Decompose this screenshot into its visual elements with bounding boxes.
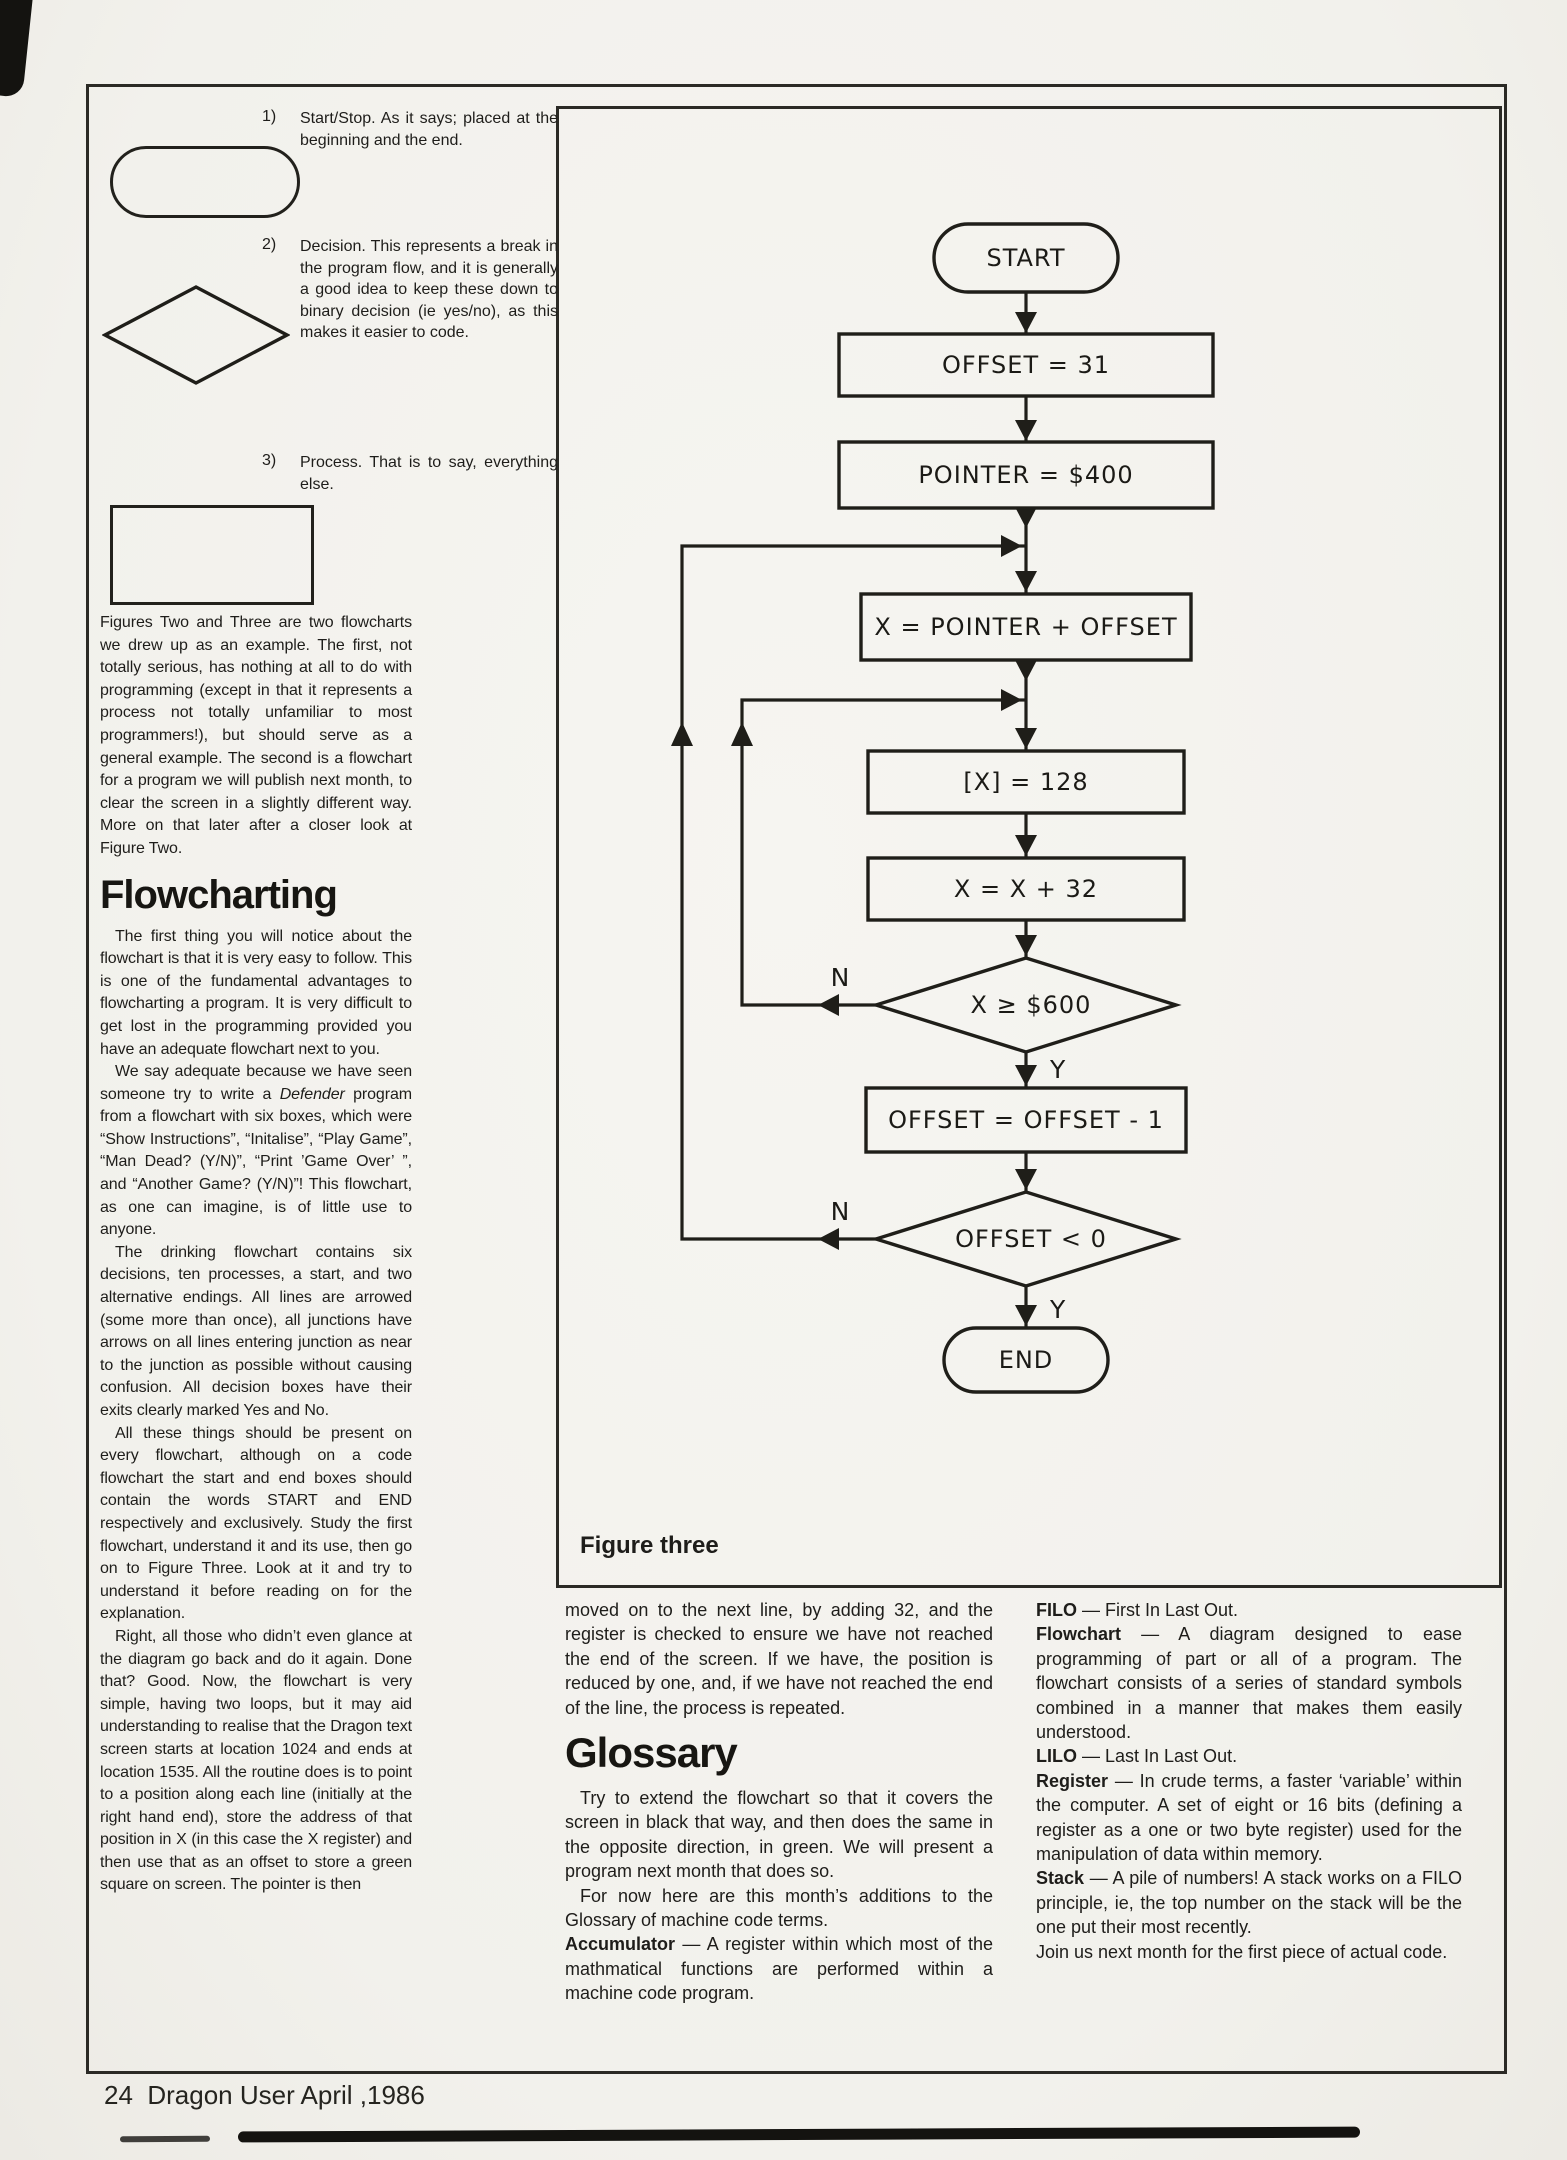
offset31-node-label: OFFSET = 31 [942, 351, 1110, 379]
page-footer: 24 Dragon User April ,1986 [104, 2080, 425, 2110]
arrow-down-icon [1015, 728, 1037, 749]
x-pointer-offset-node [859, 592, 1193, 662]
glossary-term: FILO [1036, 1600, 1077, 1620]
article-paragraph-part: We say adequate because we have seen som… [100, 1063, 412, 1103]
end-node-label: END [999, 1346, 1054, 1374]
figure-three-frame [556, 106, 1502, 1588]
glossary-definition: — In crude terms, a faster ‘variable’ wi… [1036, 1770, 1462, 1865]
offset-decrement-node-label: OFFSET = OFFSET - 1 [888, 1106, 1164, 1134]
pointer400-node [837, 440, 1215, 510]
decision-offset0-node-label: OFFSET < 0 [955, 1225, 1107, 1253]
article-column-left: Figures Two and Three are two flowcharts… [100, 612, 412, 1897]
offset31-node [837, 332, 1215, 398]
flowcharting-heading: Flowcharting [100, 872, 338, 917]
article-paragraph: moved on to the next line, by adding 32,… [565, 1600, 993, 1718]
defender-italic: Defender [279, 1085, 345, 1103]
branch-label-no: N [831, 963, 850, 992]
arrow-up-icon [671, 722, 693, 746]
branch-label-no: N [831, 1197, 850, 1226]
article-paragraph: The drinking flowchart contains six deci… [100, 1243, 412, 1419]
arrow-down-icon [1015, 1305, 1037, 1326]
article-paragraph: For now here are this month’s additions … [565, 1885, 993, 1931]
start-node [932, 222, 1120, 294]
arrow-down-icon [1015, 312, 1037, 333]
glossary-heading: Glossary [565, 1729, 738, 1777]
glossary-definition: — A pile of numbers! A stack works on a … [1036, 1868, 1462, 1938]
legend-item-2-number: 2) [262, 236, 277, 253]
x-plus-32-node [866, 856, 1186, 922]
legend-item-1-number: 1) [262, 108, 277, 125]
pointer400-node-label: POINTER = $400 [918, 461, 1133, 489]
scan-smudge-top-left [0, 0, 34, 98]
branch-label-yes: Y [1049, 1055, 1066, 1084]
glossary-definition: — First In Last Out. [1077, 1600, 1239, 1620]
glossary-entry-flowchart: Flowchart — A diagram designed to ease p… [1036, 1622, 1462, 1744]
glossary-term: Register [1036, 1770, 1109, 1791]
arrow-down-icon [1015, 1065, 1037, 1086]
figure-three-flowchart: START OFFSET = 31 POINTER = $400 X = POI… [671, 222, 1215, 1394]
arrow-down-icon [1015, 420, 1037, 441]
legend-item-3-number: 3) [262, 452, 277, 469]
glossary-entry-lilo: LILO — Last In Last Out. [1036, 1744, 1462, 1768]
article-intro: Figures Two and Three are two flowcharts… [100, 614, 412, 857]
arrow-down-icon [1015, 507, 1037, 528]
start-stop-symbol [110, 146, 300, 218]
glossary-term: Stack [1036, 1868, 1085, 1889]
article-paragraph: Try to extend the flowchart so that it c… [565, 1788, 993, 1882]
arrow-right-icon [1001, 535, 1022, 557]
glossary-definition: — A register within which most of the ma… [565, 1934, 993, 2004]
arrow-down-icon [1015, 660, 1037, 681]
closing-teaser: Join us next month for the first piece o… [1036, 1941, 1448, 1962]
decision-x600-node-label: X ≥ $600 [971, 991, 1092, 1019]
glossary-entry-filo: FILO — First In Last Out. [1036, 1598, 1462, 1622]
process-symbol [110, 505, 314, 605]
glossary-term: LILO [1036, 1746, 1077, 1767]
glossary-term: Accumulator [565, 1934, 676, 1955]
glossary-definition: — Last In Last Out. [1077, 1746, 1238, 1767]
article-paragraph-part: program from a flowchart with six boxes,… [100, 1085, 412, 1239]
decision-offset0-node [870, 1190, 1182, 1288]
arrow-left-icon [818, 1228, 839, 1250]
article-column-middle: moved on to the next line, by adding 32,… [565, 1598, 993, 2006]
end-node [942, 1326, 1110, 1394]
legend-item-1-text: Start/Stop. As it says; placed at the be… [300, 110, 558, 149]
decision-x600-node [870, 956, 1182, 1054]
branch-label-yes: Y [1049, 1295, 1066, 1324]
arrow-right-icon [1001, 689, 1022, 711]
page-content-border [86, 84, 1507, 2074]
x-plus-32-node-label: X = X + 32 [954, 875, 1098, 903]
arrow-down-icon [1015, 571, 1037, 592]
scan-smudge-bottom [237, 2126, 1361, 2143]
glossary-entry-register: Register — In crude terms, a faster ‘var… [1036, 1769, 1462, 1867]
scan-smudge-bottom-small [119, 2135, 211, 2143]
start-node-label: START [986, 244, 1065, 272]
legend-item-2-text: Decision. This represents a break in the… [300, 238, 558, 341]
article-column-right: FILO — First In Last Out. Flowchart — A … [1036, 1598, 1462, 1964]
x-pointer-offset-node-label: X = POINTER + OFFSET [874, 613, 1177, 641]
glossary-entry-accumulator: Accumulator — A register within which mo… [565, 1932, 993, 2005]
arrow-down-icon [1015, 1169, 1037, 1190]
glossary-definition: — A diagram designed to ease programming… [1036, 1624, 1462, 1743]
article-paragraph: Right, all those who didn’t even glance … [100, 1627, 412, 1894]
inner-loop-line [740, 698, 1018, 1007]
article-paragraph: All these things should be present on ev… [100, 1424, 412, 1623]
glossary-entry-stack: Stack — A pile of numbers! A stack works… [1036, 1866, 1462, 1939]
arrow-down-icon [1015, 935, 1037, 956]
article-paragraph: The first thing you will notice about th… [100, 927, 412, 1058]
outer-loop-line [680, 544, 1018, 1241]
article-paragraph: We say adequate because we have seen som… [100, 1061, 412, 1242]
glossary-term: Flowchart [1036, 1624, 1122, 1645]
legend-item-3-text: Process. That is to say, everything else… [300, 454, 558, 493]
arrow-down-icon [1015, 835, 1037, 856]
figure-caption: Figure three [580, 1532, 719, 1559]
arrow-up-icon [731, 722, 753, 746]
x128-node-label: [X] = 128 [963, 768, 1088, 796]
x128-node [866, 749, 1186, 815]
arrow-left-icon [818, 994, 839, 1016]
decision-symbol [102, 285, 290, 385]
offset-decrement-node [864, 1086, 1188, 1154]
